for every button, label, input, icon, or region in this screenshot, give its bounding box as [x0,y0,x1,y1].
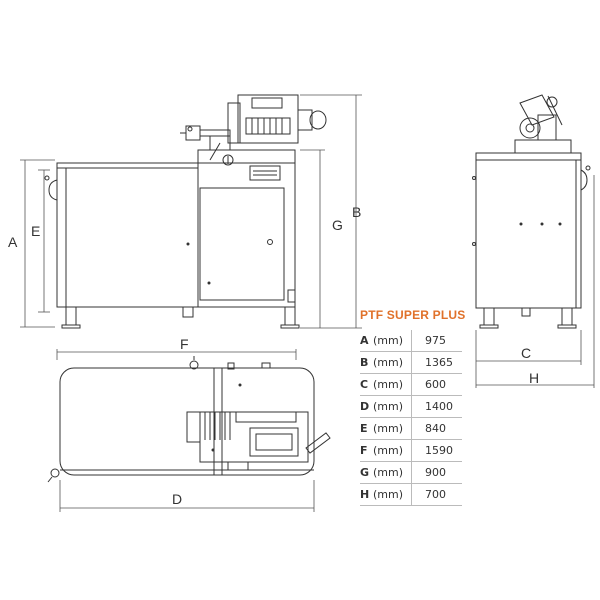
spec-value: 975 [411,330,462,352]
side-dimensions [475,175,595,388]
cutting-head [237,94,299,144]
dim-label-e: E [31,223,40,239]
front-foot [65,306,77,326]
top-view [47,356,331,483]
door-lock [267,239,273,245]
dim-label-d: D [172,491,182,507]
spec-unit: (mm) [373,461,412,484]
front-body [56,162,296,308]
power-switch [222,154,234,166]
spec-unit: (mm) [373,373,412,396]
front-left-handle [48,179,58,201]
dim-label-a: A [8,234,18,250]
spec-unit: (mm) [373,330,412,352]
dim-label-h: H [529,370,539,386]
cabinet-door [199,187,285,301]
front-foot [284,306,296,326]
spec-value: 840 [411,417,462,440]
spec-key: F [360,439,373,462]
dim-label-f: F [180,336,189,352]
spec-value: 1590 [411,439,462,462]
spec-unit: (mm) [373,439,412,462]
spec-value: 900 [411,461,462,484]
spec-row: H (mm) 700 [360,483,462,506]
top-body [59,367,315,476]
side-view [472,94,591,329]
spec-row: F (mm) 1590 [360,439,462,462]
spec-row: B (mm) 1365 [360,351,462,374]
spec-key: B [360,351,373,374]
side-body [475,152,582,309]
spec-unit: (mm) [373,417,412,440]
spec-key: D [360,395,373,418]
front-right-column [197,149,296,308]
spec-value: 700 [411,483,462,506]
spec-value: 1400 [411,395,462,418]
spec-row: A (mm) 975 [360,330,462,352]
dim-label-b: B [352,204,361,220]
spec-key: E [360,417,373,440]
spec-unit: (mm) [373,395,412,418]
spec-key: A [360,330,373,352]
spec-unit: (mm) [373,483,412,506]
motor [297,109,313,131]
spec-key: C [360,373,373,396]
spec-unit: (mm) [373,351,412,374]
spec-value: 1365 [411,351,462,374]
front-dimensions [20,94,362,360]
spec-value: 600 [411,373,462,396]
dim-label-g: G [332,217,343,233]
label-plate [249,165,281,181]
spec-row: D (mm) 1400 [360,395,462,418]
front-view [44,94,327,329]
spec-key: H [360,483,373,506]
top-dimensions [59,480,315,512]
spec-table-title: PTF SUPER PLUS [360,308,466,322]
spec-row: C (mm) 600 [360,373,462,396]
spec-row: E (mm) 840 [360,417,462,440]
spec-row: G (mm) 900 [360,461,462,484]
spec-key: G [360,461,373,484]
dim-label-c: C [521,345,531,361]
side-wheel [519,117,541,139]
spec-table: A (mm) 975 B (mm) 1365 C (mm) 600 D (mm)… [360,330,462,506]
